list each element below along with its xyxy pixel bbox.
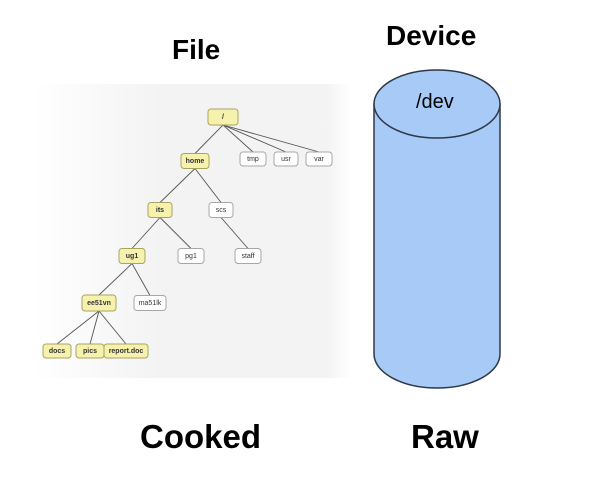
tree-edge	[159, 168, 196, 203]
tree-edge	[98, 310, 127, 345]
tree-node-label: staff	[241, 253, 254, 260]
tree-node-label: tmp	[247, 156, 259, 163]
tree-node-box	[177, 248, 205, 264]
tree-edge	[131, 217, 161, 249]
tree-node-pics: pics	[75, 343, 105, 359]
device-heading: Device	[386, 20, 477, 51]
tree-edge	[220, 217, 249, 249]
tree-node-box	[207, 108, 239, 126]
tree-node-home: home	[180, 153, 210, 169]
tree-edge	[222, 124, 320, 153]
tree-node-tmp: tmp	[239, 151, 267, 167]
tree-node-label: its	[156, 207, 164, 214]
tree-node-label: ma51lk	[139, 300, 162, 307]
tree-node-staff: staff	[234, 248, 262, 264]
tree-node-var: var	[305, 151, 333, 167]
tree-node-ee51vn: ee51vn	[81, 294, 117, 312]
tree-node-box	[42, 343, 72, 359]
tree-edge	[89, 310, 100, 345]
raw-label: Raw	[411, 418, 479, 455]
tree-node-label: pg1	[185, 253, 197, 260]
tree-node-ma51lk: ma51lk	[133, 295, 167, 311]
tree-node-docs: docs	[42, 343, 72, 359]
tree-node-label: docs	[49, 348, 65, 355]
tree-edge	[131, 263, 151, 296]
tree-node-box	[103, 343, 149, 359]
file-tree-panel: / home tmp usr var its scs ug1 pg1 staff ee51vn ma5…	[34, 84, 352, 378]
tree-node-label: pics	[83, 348, 97, 355]
tree-node-box	[81, 294, 117, 312]
tree-edge	[159, 217, 192, 249]
tree-node-ug1: ug1	[118, 248, 146, 264]
tree-node-box	[305, 151, 333, 167]
tree-edge	[56, 310, 100, 345]
tree-node-report: report.doc	[103, 343, 149, 359]
tree-edge	[98, 263, 133, 296]
cylinder-body	[373, 103, 501, 389]
cylinder-top	[373, 69, 501, 139]
tree-node-box	[133, 295, 167, 311]
tree-node-label: var	[314, 156, 324, 163]
file-heading: File	[172, 34, 221, 65]
tree-node-usr: usr	[273, 151, 299, 167]
tree-node-box	[234, 248, 262, 264]
file-tree-diagram: / home tmp usr var its scs ug1 pg1 staff ee51vn ma5…	[42, 108, 333, 359]
tree-edge	[194, 168, 222, 203]
tree-node-box	[239, 151, 267, 167]
tree-node-scs: scs	[208, 202, 234, 218]
tree-node-box	[273, 151, 299, 167]
tree-node-box	[118, 248, 146, 264]
tree-node-pg1: pg1	[177, 248, 205, 264]
tree-node-box	[180, 153, 210, 169]
tree-node-box	[208, 202, 234, 218]
cooked-label: Cooked	[140, 418, 262, 455]
tree-node-root: /	[207, 108, 239, 126]
tree-edge	[222, 124, 254, 153]
tree-node-label: ug1	[126, 253, 139, 260]
tree-node-label: /	[222, 114, 224, 121]
tree-node-label: ee51vn	[87, 300, 111, 307]
device-cylinder: /dev	[373, 69, 501, 389]
tree-edge	[194, 124, 224, 154]
tree-node-label: usr	[281, 156, 291, 163]
tree-node-its: its	[147, 202, 173, 218]
tree-edge	[222, 124, 287, 153]
dev-label: /dev	[416, 91, 454, 113]
tree-node-label: home	[186, 158, 205, 165]
tree-node-label: scs	[216, 207, 227, 214]
tree-node-label: report.doc	[109, 348, 144, 355]
tree-node-box	[147, 202, 173, 218]
